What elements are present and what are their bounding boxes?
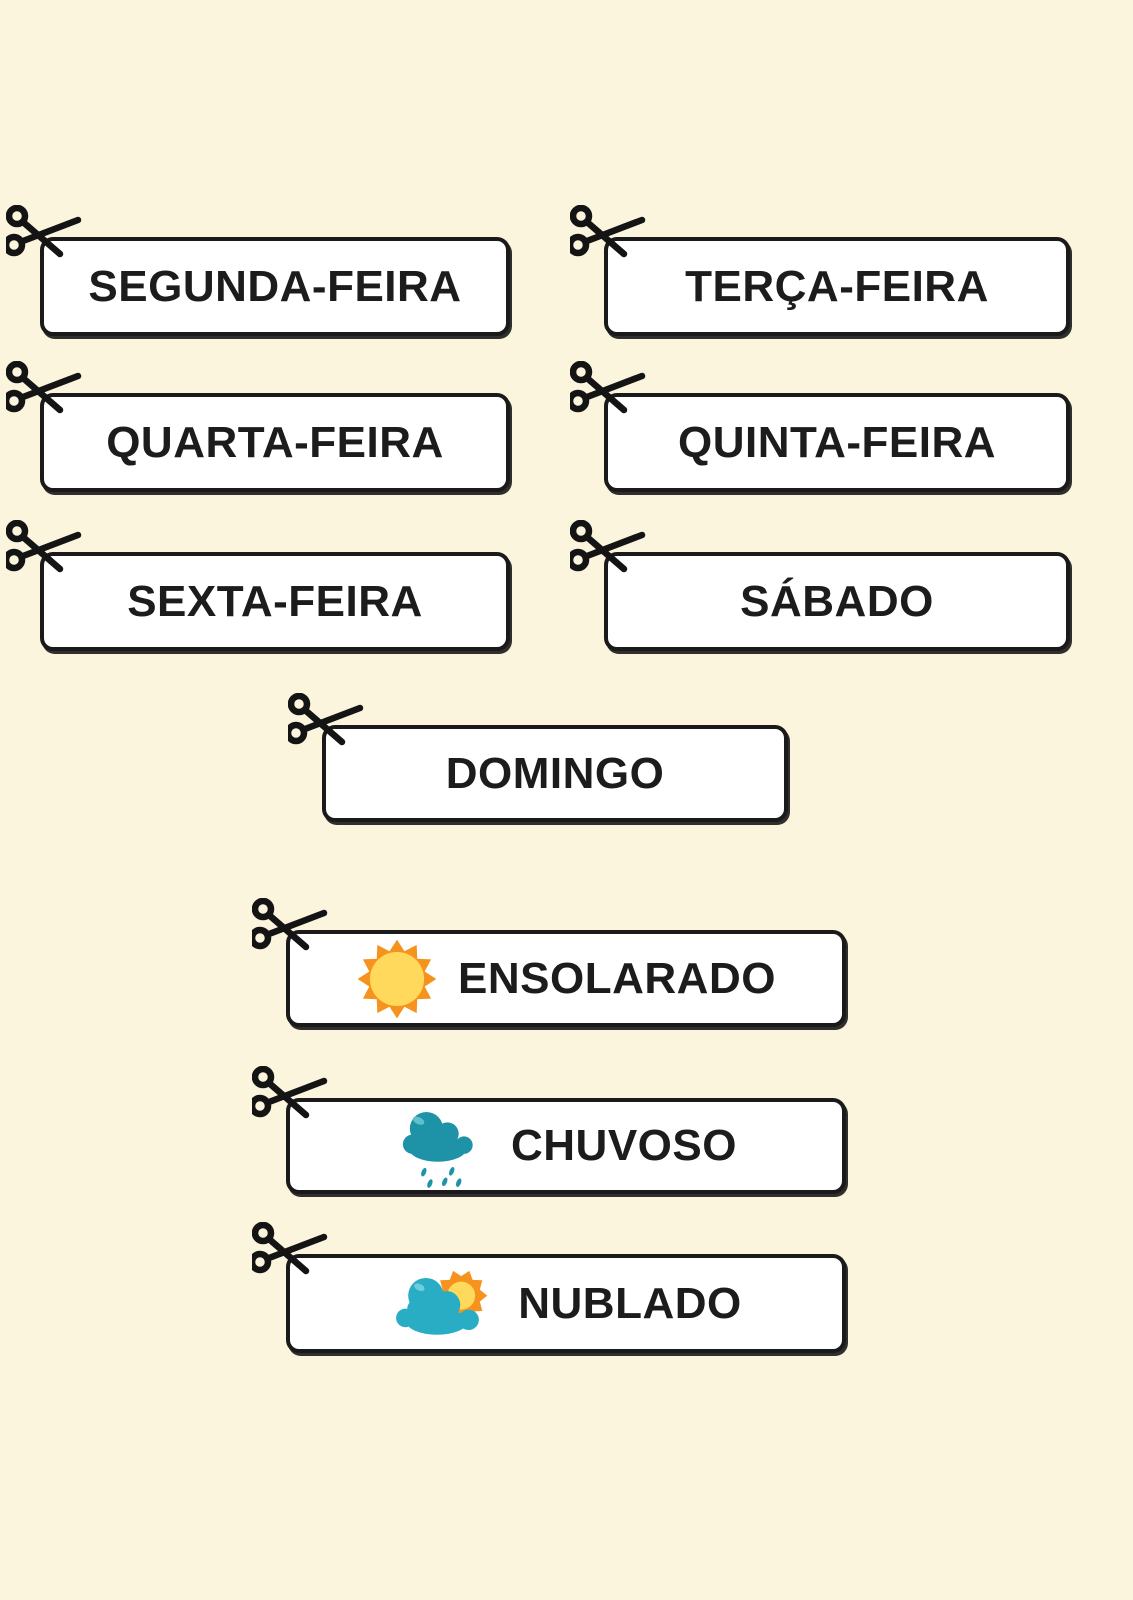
day-label: QUINTA-FEIRA bbox=[677, 417, 997, 467]
weather-label: CHUVOSO bbox=[511, 1121, 737, 1170]
day-card-quinta[interactable]: QUINTA-FEIRA bbox=[570, 361, 1070, 492]
scissors-icon bbox=[252, 1222, 328, 1275]
day-label: SEGUNDA-FEIRA bbox=[88, 261, 462, 311]
scissors-icon bbox=[570, 361, 646, 414]
scissors-glyph bbox=[570, 361, 646, 414]
scissors-icon bbox=[6, 520, 82, 573]
day-card-segunda[interactable]: SEGUNDA-FEIRA bbox=[6, 205, 510, 336]
scissors-glyph bbox=[6, 361, 82, 414]
day-card-terca[interactable]: TERÇA-FEIRA bbox=[570, 205, 1070, 336]
day-card-sabado[interactable]: SÁBADO bbox=[570, 520, 1070, 651]
scissors-icon bbox=[6, 205, 82, 258]
day-label: DOMINGO bbox=[445, 748, 665, 798]
scissors-icon bbox=[570, 520, 646, 573]
day-label: TERÇA-FEIRA bbox=[685, 261, 989, 311]
day-label: SEXTA-FEIRA bbox=[127, 576, 423, 626]
day-label: SÁBADO bbox=[740, 576, 934, 626]
day-card-domingo[interactable]: DOMINGO bbox=[288, 693, 788, 822]
weather-card-nublado[interactable]: NUBLADO bbox=[252, 1222, 846, 1353]
rain-cloud-icon bbox=[402, 1111, 473, 1188]
scissors-glyph bbox=[252, 1222, 328, 1275]
scissors-glyph bbox=[6, 520, 82, 573]
weather-label: ENSOLARADO bbox=[458, 953, 776, 1003]
scissors-glyph bbox=[252, 898, 328, 951]
weather-label: NUBLADO bbox=[518, 1278, 742, 1328]
day-label: QUARTA-FEIRA bbox=[106, 417, 444, 467]
scissors-icon bbox=[570, 205, 646, 258]
day-card-quarta[interactable]: QUARTA-FEIRA bbox=[6, 361, 510, 492]
weather-card-chuvoso[interactable]: CHUVOSO bbox=[252, 1066, 846, 1194]
sun-icon bbox=[357, 939, 437, 1018]
scissors-icon bbox=[252, 1066, 328, 1119]
scissors-glyph bbox=[6, 205, 82, 258]
scissors-icon bbox=[252, 898, 328, 951]
cloud-sun-icon bbox=[396, 1270, 488, 1335]
scissors-glyph bbox=[570, 205, 646, 258]
day-card-sexta[interactable]: SEXTA-FEIRA bbox=[6, 520, 510, 651]
scissors-glyph bbox=[570, 520, 646, 573]
weather-card-ensolarado[interactable]: ENSOLARADO bbox=[252, 898, 846, 1027]
scissors-glyph bbox=[252, 1066, 328, 1119]
scissors-icon bbox=[6, 361, 82, 414]
scissors-glyph bbox=[288, 693, 364, 746]
scissors-icon bbox=[288, 693, 364, 746]
